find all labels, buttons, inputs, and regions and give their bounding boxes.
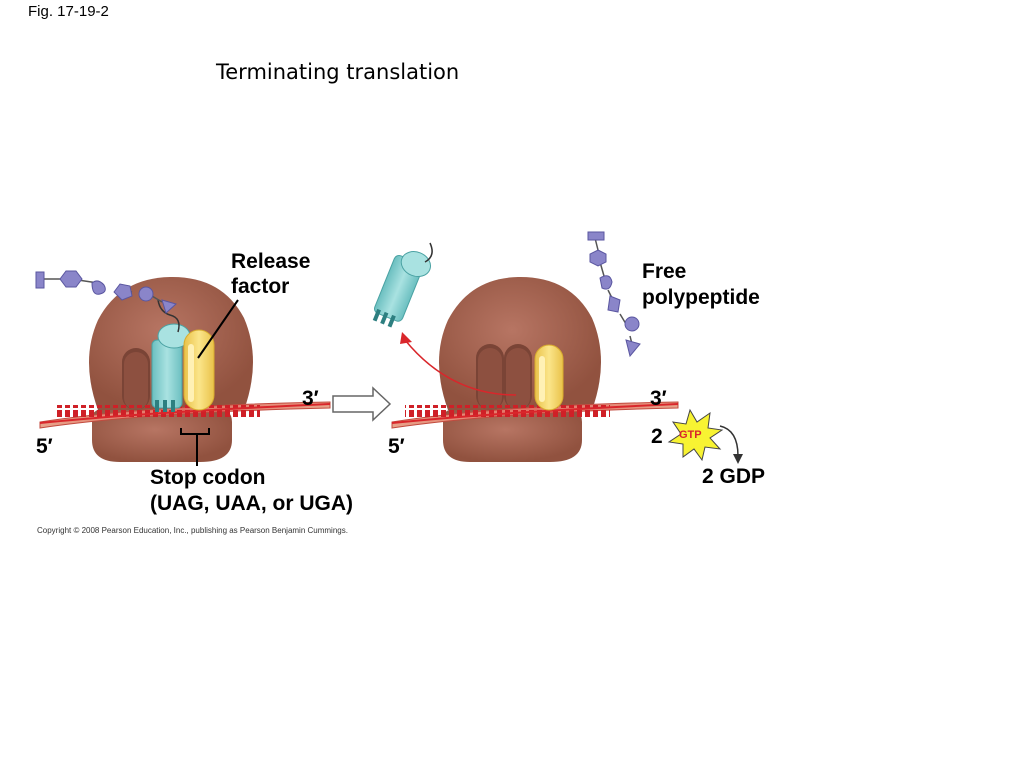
stop-codon-label-line1: Stop codon (150, 466, 266, 489)
departing-trna (372, 251, 431, 328)
stop-codon-bracket (180, 428, 210, 466)
copyright-notice: Copyright © 2008 Pearson Education, Inc.… (37, 526, 348, 535)
gtp-label: GTP (679, 429, 702, 441)
gdp-label: 2 GDP (702, 465, 766, 488)
gtp-star (667, 408, 724, 462)
gtp-count-label: 2 (651, 425, 663, 448)
right-mrna (391, 401, 679, 429)
right-three-prime-label: 3′ (650, 387, 667, 410)
left-five-prime-label: 5′ (36, 435, 53, 458)
release-factor-label-line2: factor (231, 275, 290, 298)
free-polypeptide (587, 231, 641, 358)
figure-label: Fig. 17-19-2 (28, 3, 109, 20)
right-release-factor (534, 344, 564, 411)
left-trna (151, 299, 191, 412)
right-ribosome (439, 276, 601, 462)
trna-exit-arrow (400, 332, 517, 396)
right-five-prime-label: 5′ (388, 435, 405, 458)
release-factor-label-line1: Release (231, 250, 311, 273)
release-factor-pointer (197, 299, 239, 359)
right-mrna-codons (405, 405, 610, 417)
free-polypeptide-label-line1: Free (642, 260, 687, 283)
left-release-factor (183, 329, 215, 411)
right-small-subunit (443, 408, 582, 462)
stop-codon-label-line2: (UAG, UAA, or UGA) (150, 492, 353, 515)
left-polypeptide (35, 270, 178, 314)
gtp-to-gdp-arrow (719, 425, 743, 464)
free-polypeptide-label-line2: polypeptide (642, 286, 760, 309)
left-three-prime-label: 3′ (302, 387, 319, 410)
transition-arrow (332, 386, 392, 422)
diagram-title: Terminating translation (216, 60, 460, 84)
